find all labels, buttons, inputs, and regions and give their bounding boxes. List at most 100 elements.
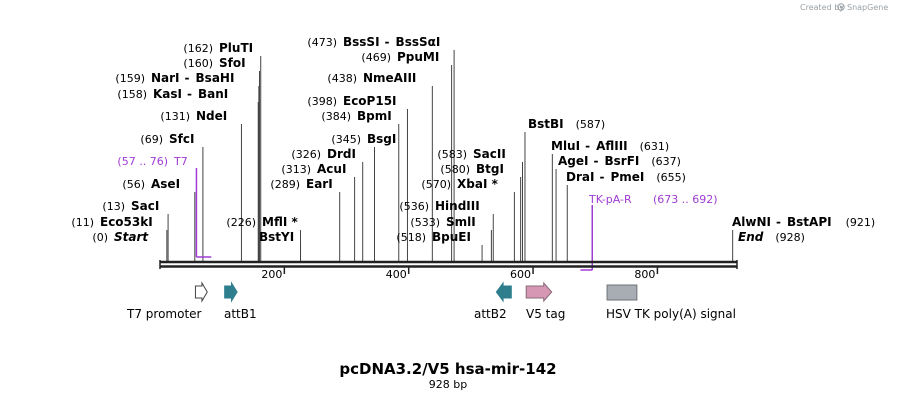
restriction-site[interactable]: (313)AcuI [281,162,346,176]
primer-range: (57 .. 76) [117,155,168,168]
restriction-site[interactable]: (159)NarI-BsaHI [115,71,234,85]
restriction-site[interactable]: (289)EarI [270,177,332,191]
restriction-site[interactable]: (469)PpuMI [361,50,439,64]
feature-label: T7 promoter [126,307,202,321]
restriction-site[interactable]: (536) HindIII [399,199,479,213]
site-position: (570) [421,178,451,191]
site-name: End [738,230,764,244]
site-name: BstYI [259,230,294,244]
tick-label: 600 [510,268,531,281]
site-name-2: PmeI [610,170,644,184]
site-name: AseI [151,177,180,191]
site-dash: - [599,170,604,184]
feature-shape [194,281,208,303]
restriction-site[interactable]: (473)BssSI-BssSαI [307,35,440,49]
site-name: AlwNI [732,215,771,229]
restriction-site[interactable]: (226)MflI * [226,215,298,229]
site-position: (469) [361,51,391,64]
site-position: (533) [410,216,440,229]
primer-range: (673 .. 692) [653,193,718,206]
site-position: (921) [846,216,876,229]
restriction-site[interactable]: (69)SfcI [140,132,194,146]
restriction-site[interactable]: (533) SmlI [410,215,475,229]
site-name: DraI [566,170,594,184]
feature-label: attB1 [224,307,257,321]
site-position: (158) [117,88,147,101]
site-lines [166,50,734,261]
restriction-site[interactable]: BstYI [259,230,294,244]
site-name: MflI * [262,215,298,229]
site-position: (583) [437,148,467,161]
restriction-site[interactable]: AgeI-BsrFI(637) [558,154,681,168]
site-position: (13) [102,200,125,213]
site-name-2: BanI [198,87,228,101]
restriction-site[interactable]: (345)BsgI [331,132,396,146]
restriction-site[interactable]: (438)NmeAIII [327,71,416,85]
site-position: (289) [270,178,300,191]
restriction-site[interactable]: MluI-AflIII(631) [551,139,669,153]
restriction-site[interactable]: DraI-PmeI(655) [566,170,686,184]
restriction-site[interactable]: BstBI(587) [528,117,605,131]
site-dash: - [385,35,390,49]
restriction-site[interactable]: (56)AseI [122,177,180,191]
feature-attb1[interactable]: attB1 [224,281,257,321]
site-name: BtgI [476,162,504,176]
site-dash: - [585,139,590,153]
restriction-site[interactable]: (398)EcoP15I [307,94,396,108]
site-position: (345) [331,133,361,146]
site-name-2: AflIII [596,139,628,153]
restriction-site[interactable]: (384)BpmI [321,109,391,123]
site-name: SfcI [169,132,194,146]
site-dash: - [593,154,598,168]
restriction-site[interactable]: (158)KasI-BanI [117,87,228,101]
restriction-site[interactable]: (162)PluTI [183,41,253,55]
restriction-site[interactable]: (11)Eco53kI [71,215,152,229]
feature-label: HSV TK poly(A) signal [606,307,736,321]
restriction-site[interactable]: (160) SfoI [183,56,245,70]
feature-hsv-tk-poly-a-signal[interactable]: HSV TK poly(A) signal [606,284,736,321]
site-name: NmeAIII [363,71,416,85]
site-labels: (473)BssSI-BssSαI(469)PpuMI(162)PluTI(16… [71,35,875,244]
site-position: (11) [71,216,94,229]
primer-tk-pa-r[interactable]: TK-pA-R(673 .. 692) [580,193,718,271]
feature-label: V5 tag [526,307,565,321]
site-name: DrdI [327,147,356,161]
brand-name: SnapGene [847,3,888,12]
site-position: (326) [291,148,321,161]
restriction-site[interactable]: (580) BtgI [440,162,504,176]
feature-attb2[interactable]: attB2 [474,281,512,321]
site-name: SfoI [219,56,246,70]
feature-shape [495,281,512,303]
site-name-2: BsaHI [196,71,235,85]
site-name-2: BsrFI [604,154,639,168]
site-position: (928) [775,231,805,244]
site-name: BpuEI [432,230,471,244]
restriction-site[interactable]: (13)SacI [102,199,159,213]
site-name: AgeI [558,154,588,168]
restriction-site[interactable]: (131)NdeI [160,109,227,123]
site-name: Start [114,230,149,244]
site-name: BssSI [343,35,380,49]
site-position: (160) [183,57,213,70]
site-position: (162) [183,42,213,55]
restriction-site[interactable]: (583)SacII [437,147,505,161]
site-position: (580) [440,163,470,176]
site-name: SmlI [446,215,476,229]
restriction-site[interactable]: (518)BpuEI [396,230,471,244]
restriction-site[interactable]: End (928) [738,230,805,244]
restriction-site[interactable]: AlwNI-BstAPI(921) [732,215,875,229]
restriction-site[interactable]: (326) DrdI [291,147,356,161]
restriction-site[interactable]: (0)Start [92,230,149,244]
feature-v5-tag[interactable]: V5 tag [525,281,565,321]
restriction-site[interactable]: (570)XbaI * [421,177,498,191]
site-position: (631) [640,140,670,153]
feature-t7-promoter[interactable]: T7 promoter [126,281,208,321]
site-position: (384) [321,110,351,123]
primer-t7[interactable]: (57 .. 76)T7 [117,155,212,258]
site-dash: - [776,215,781,229]
site-name: HindIII [435,199,480,213]
site-position: (536) [399,200,429,213]
sequence-backbone [159,260,738,269]
